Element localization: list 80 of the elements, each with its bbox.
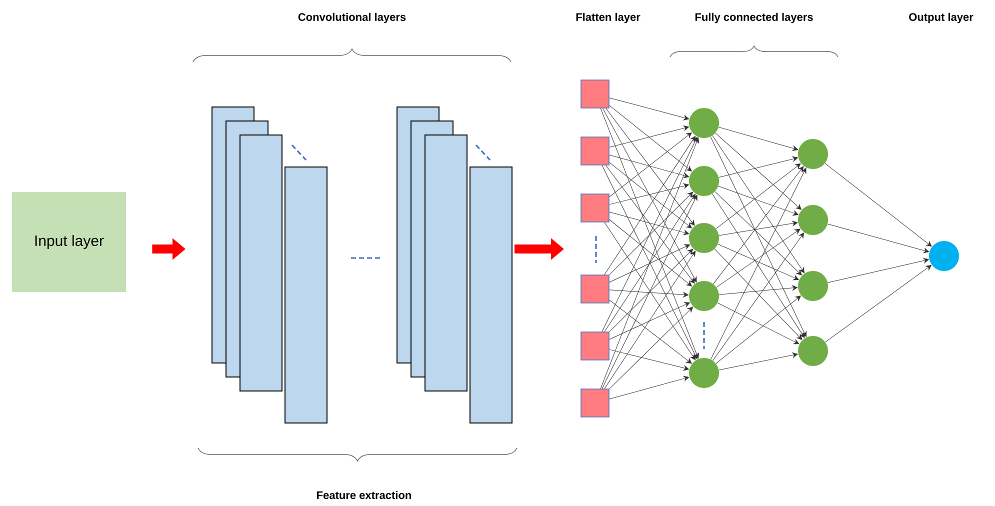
- feature-map: [470, 166, 512, 424]
- arrow: [602, 108, 697, 282]
- arrow: [609, 219, 692, 286]
- feature-map: [424, 134, 468, 392]
- arrow: [710, 136, 807, 338]
- neuron: [798, 205, 828, 235]
- arrow: [827, 224, 930, 254]
- arrow: [609, 162, 692, 228]
- arrow: [710, 168, 806, 360]
- arrow: [712, 135, 804, 274]
- arrow: [609, 376, 690, 400]
- arrow: [604, 194, 696, 332]
- arrow: [713, 166, 804, 284]
- arrow: [604, 222, 696, 360]
- flatten-unit: [580, 388, 610, 418]
- arrow: [609, 154, 690, 178]
- arrow: [609, 302, 690, 340]
- neuron: [798, 336, 828, 366]
- arrow: [609, 212, 690, 236]
- arrow: [609, 290, 689, 298]
- arrow: [718, 220, 798, 236]
- arrow: [609, 105, 692, 172]
- layer-label: Flatten layer: [576, 12, 640, 24]
- feature-map: [284, 166, 328, 424]
- arrow: [828, 258, 929, 283]
- flatten-unit: [580, 136, 610, 166]
- arrow: [600, 137, 700, 389]
- arrow: [718, 186, 798, 216]
- arrow: [712, 232, 804, 361]
- arrow: [602, 194, 698, 389]
- arrow: [609, 306, 694, 390]
- input-layer-box: Input layer: [12, 192, 126, 292]
- flatten-unit: [580, 80, 610, 108]
- flatten-unit: [580, 332, 610, 360]
- arrow: [718, 285, 798, 295]
- arrow: [609, 126, 689, 148]
- arrow: [718, 352, 798, 370]
- arrow: [606, 165, 695, 284]
- neuron: [798, 139, 828, 169]
- output-neuron: [929, 241, 960, 271]
- flatten-unit: [580, 274, 610, 304]
- arrow: [604, 136, 696, 275]
- arrow: [714, 248, 802, 340]
- neuron: [689, 281, 719, 311]
- arrow: [714, 191, 802, 276]
- arrow: [609, 244, 690, 283]
- arrow: [602, 136, 698, 332]
- arrow: [604, 250, 696, 389]
- arrow: [718, 156, 798, 178]
- neuron: [689, 223, 719, 253]
- arrow: [609, 300, 692, 364]
- neuron: [689, 358, 719, 388]
- arrow: [824, 163, 932, 247]
- arrow: [609, 98, 690, 120]
- arrow: [716, 163, 801, 229]
- layer-label: Output layer: [909, 12, 974, 24]
- layer-label: Convolutional layers: [298, 12, 406, 24]
- feature-map: [240, 134, 282, 392]
- arrow: [600, 108, 700, 359]
- arrow: [712, 194, 805, 338]
- arrow: [718, 244, 799, 280]
- arrow: [716, 296, 801, 364]
- arrow: [609, 248, 694, 332]
- layer-label: Feature extraction: [317, 490, 411, 500]
- arrow: [609, 349, 689, 371]
- arrow: [602, 165, 698, 360]
- flatten-unit: [580, 194, 610, 222]
- arrow: [609, 183, 689, 205]
- neuron: [689, 108, 719, 138]
- arrow: [609, 132, 692, 198]
- neuron: [798, 271, 828, 301]
- arrow: [715, 132, 802, 210]
- arrow: [609, 192, 694, 275]
- arrow: [717, 302, 800, 344]
- arrow: [606, 108, 695, 226]
- arrow: [718, 126, 798, 151]
- arrow: [825, 265, 932, 342]
- neuron: [689, 166, 719, 196]
- arrow: [716, 228, 800, 288]
- layer-label: Fully connected layers: [695, 12, 813, 24]
